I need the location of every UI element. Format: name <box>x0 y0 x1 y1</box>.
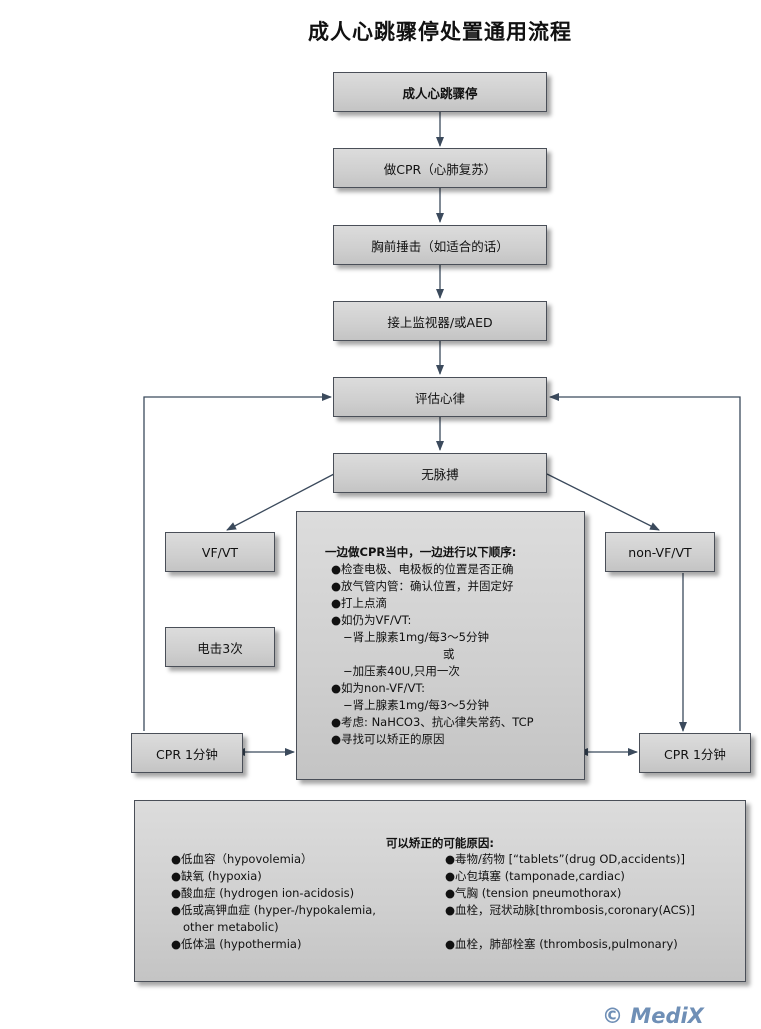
cpr-actions-heading: 一边做CPR当中，一边进行以下顺序: <box>325 545 517 559</box>
node-shock: 电击3次 <box>165 627 275 667</box>
cause-item: ●毒物/药物 [“tablets”(drug OD,accidents)] <box>445 852 685 866</box>
node-cpr-1min-right: CPR 1分钟 <box>639 733 751 773</box>
causes-left-column: ●低血容（hypovolemia） ●缺氧 (hypoxia) ●酸血症 (hy… <box>171 851 376 953</box>
cause-item: other metabolic) <box>183 920 279 934</box>
arrow-pulseless-to-nonvfvt <box>546 473 660 531</box>
action-line: 或 <box>443 647 455 661</box>
action-line: ●考虑: NaHCO3、抗心律失常药、TCP <box>331 715 534 729</box>
node-cpr: 做CPR（心肺复苏） <box>333 148 547 188</box>
action-line: ●如为non-VF/VT: <box>331 681 425 695</box>
node-nonvfvt: non-VF/VT <box>605 532 715 572</box>
cause-item: ●低体温 (hypothermia) <box>171 937 302 951</box>
action-line: −肾上腺素1mg/每3～5分钟 <box>343 630 489 644</box>
node-cpr-1min-left: CPR 1分钟 <box>131 733 243 773</box>
action-line: −加压素40U,只用一次 <box>343 664 460 678</box>
correctable-causes-box: 可以矫正的可能原因: ●低血容（hypovolemia） ●缺氧 (hypoxi… <box>134 800 746 982</box>
causes-right-column: ●毒物/药物 [“tablets”(drug OD,accidents)] ●心… <box>445 851 695 953</box>
causes-heading: 可以矫正的可能原因: <box>385 836 495 850</box>
cause-item: ●血栓，肺部栓塞 (thrombosis,pulmonary) <box>445 937 678 951</box>
cause-item <box>445 919 695 936</box>
cause-item: ●酸血症 (hydrogen ion-acidosis) <box>171 886 355 900</box>
action-line: −肾上腺素1mg/每3～5分钟 <box>343 698 489 712</box>
cause-item: ●低血容（hypovolemia） <box>171 852 313 866</box>
cpr-actions-box: 一边做CPR当中，一边进行以下顺序: ●检查电极、电极板的位置是否正确 ●放气管… <box>296 511 585 780</box>
arrow-pulseless-to-vfvt <box>226 473 335 531</box>
node-pulseless: 无脉搏 <box>333 453 547 493</box>
node-monitor: 接上监视器/或AED <box>333 301 547 341</box>
loop-right <box>549 393 741 731</box>
action-line: ●如仍为VF/VT: <box>331 613 412 627</box>
node-cardiac-arrest: 成人心跳骤停 <box>333 72 547 112</box>
cause-item: ●低或高钾血症 (hyper-/hypokalemia, <box>171 903 376 917</box>
watermark-logo: © MediX <box>602 1004 704 1028</box>
node-precordial-thump: 胸前捶击（如适合的话） <box>333 225 547 265</box>
cause-item: ●血栓，冠状动脉[thrombosis,coronary(ACS)] <box>445 903 695 917</box>
action-line: ●打上点滴 <box>331 596 388 610</box>
cause-item: ●心包填塞 (tamponade,cardiac) <box>445 869 625 883</box>
action-line: ●寻找可以矫正的原因 <box>331 732 445 746</box>
page-title: 成人心跳骤停处置通用流程 <box>308 20 572 44</box>
node-vfvt: VF/VT <box>165 532 275 572</box>
cause-item: ●缺氧 (hypoxia) <box>171 869 262 883</box>
node-assess-rhythm: 评估心律 <box>333 377 547 417</box>
action-line: ●放气管内管：确认位置，并固定好 <box>331 579 514 593</box>
cause-item: ●气胸 (tension pneumothorax) <box>445 886 622 900</box>
action-line: ●检查电极、电极板的位置是否正确 <box>331 562 514 576</box>
loop-left <box>143 393 332 731</box>
